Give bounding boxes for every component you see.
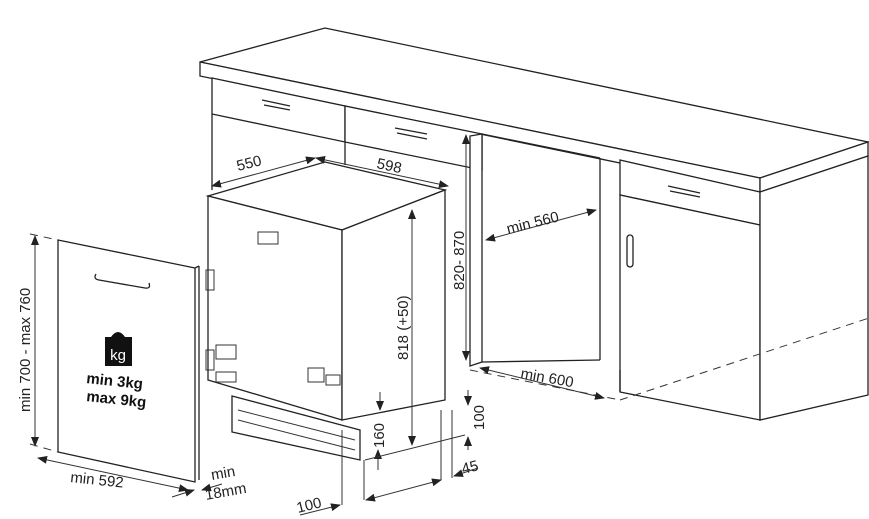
label-cavity-depth: min 560: [505, 208, 561, 237]
dishwasher-side: [207, 195, 343, 421]
weight-min-label: min 3kg: [86, 370, 144, 393]
decor-door-panel: kg min 3kg max 9kg: [57, 239, 200, 483]
label-cavity-height: 820- 870: [451, 231, 468, 290]
label-door-height: min 700 - max 760: [17, 288, 34, 412]
drawer-handle-icon: [394, 127, 428, 140]
label-appliance-height: 818 (+50): [395, 295, 412, 360]
weight-icon: kg: [105, 332, 132, 366]
label-plinth-gap: 100: [471, 405, 488, 430]
label-door-thickness-min: min: [210, 463, 237, 484]
label-width: 598: [375, 155, 403, 177]
label-depth: 550: [235, 152, 263, 175]
door-handle-icon: [94, 273, 151, 289]
label-plinth-offset: 45: [460, 457, 480, 478]
label-cavity-width: min 600: [519, 365, 575, 391]
plinth-mechanism: [231, 395, 361, 461]
cabinet-side: [759, 155, 869, 421]
dishwasher: [205, 161, 448, 461]
label-plinth-height: 160: [371, 423, 388, 448]
weight-max-label: max 9kg: [86, 388, 147, 411]
label-door-width: min 592: [70, 469, 125, 491]
door-handle-icon: [626, 234, 634, 268]
drawer-handle-icon: [261, 99, 291, 111]
label-door-thickness-value: 18mm: [204, 480, 248, 504]
kitchen-cabinets: [199, 27, 869, 421]
label-plinth-depth: 100: [295, 494, 323, 517]
weight-icon-label: kg: [110, 347, 126, 364]
dimension-lines: [29, 134, 869, 516]
drawer-handle-icon: [667, 185, 701, 198]
dishwasher-front: [341, 189, 446, 421]
cabinet-door-right: [619, 194, 761, 421]
